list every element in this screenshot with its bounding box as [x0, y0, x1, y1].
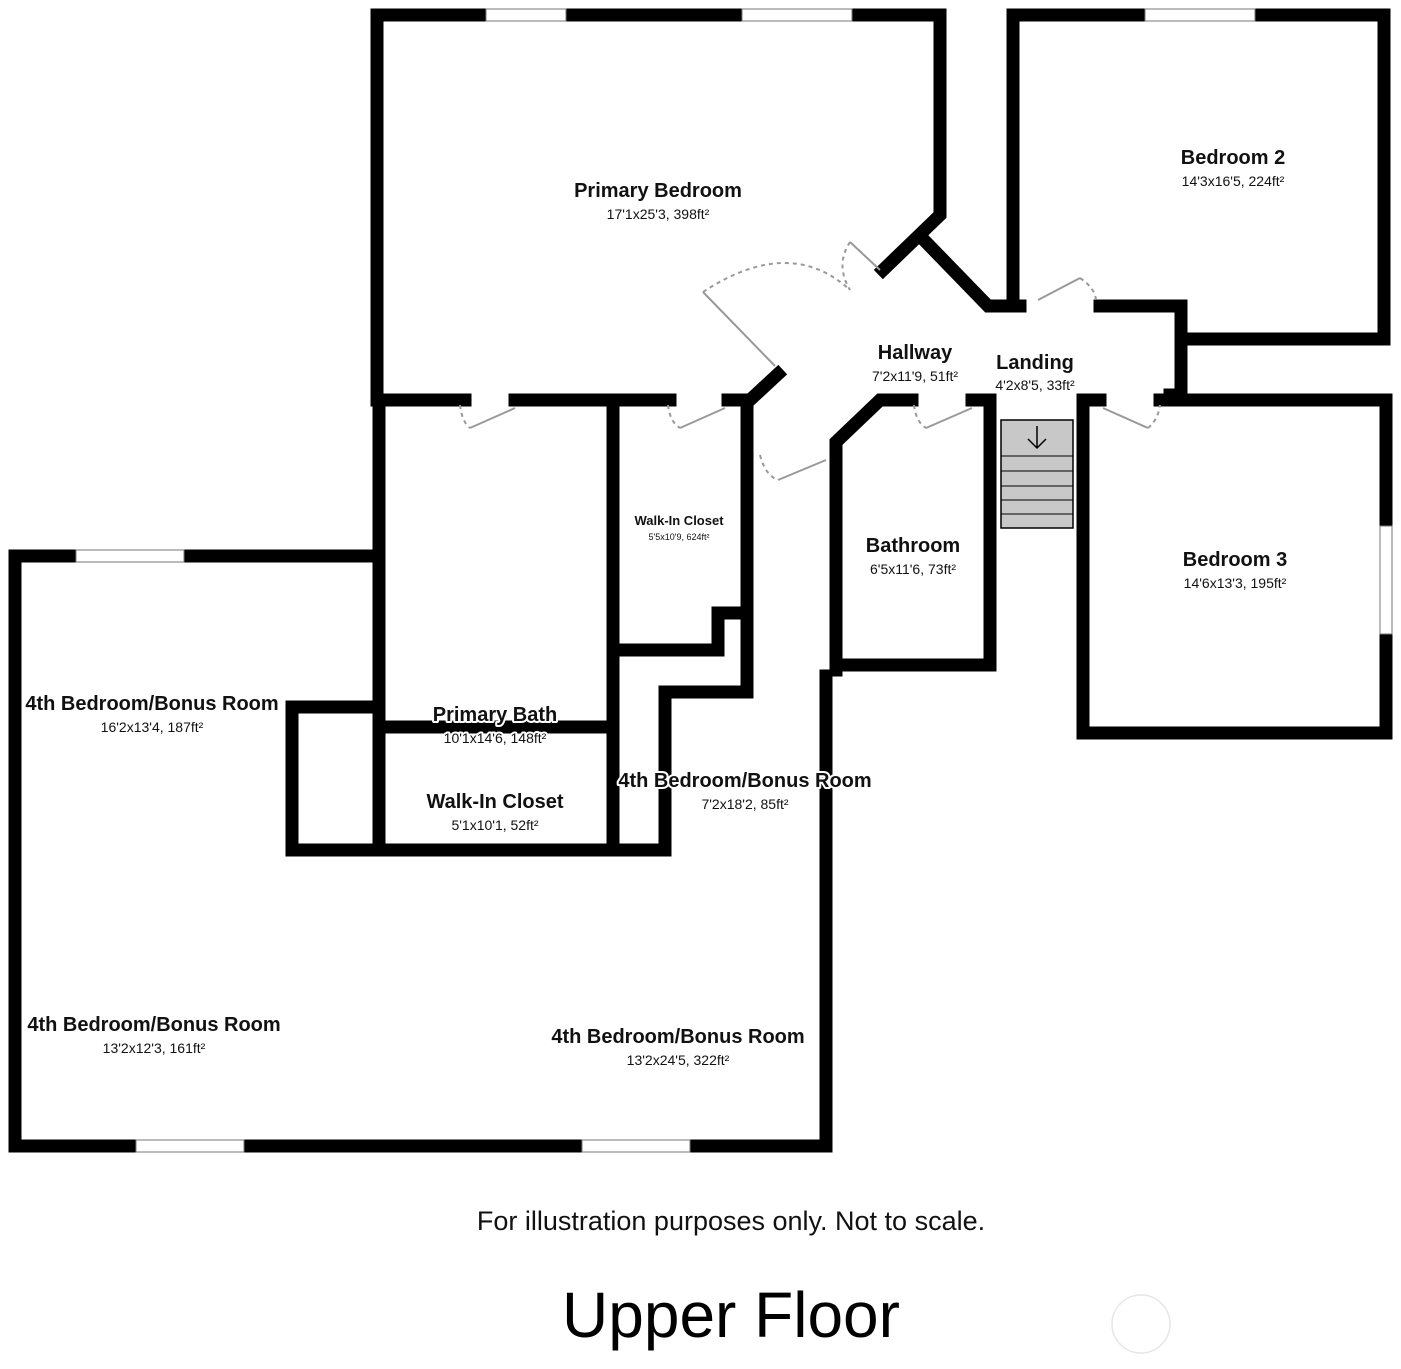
window [485, 8, 567, 22]
room-name-bedroom-3: Bedroom 3 [1183, 549, 1287, 571]
door-leaf [469, 407, 516, 429]
room-name-bathroom: Bathroom [866, 535, 960, 557]
door-arc [667, 404, 681, 429]
windows [75, 8, 1393, 1153]
window [75, 549, 185, 563]
wall-bathroom-right [829, 393, 997, 672]
room-name-walk-in-closet-2: Walk-In Closet [426, 791, 563, 813]
door-leaf [679, 407, 726, 429]
room-name-bonus-room-3: 4th Bedroom/Bonus Room [27, 1014, 280, 1036]
room-dims-bonus-room-2: 7'2x18'2, 85ft² [701, 796, 788, 812]
staircase [1000, 419, 1074, 529]
room-dims-landing: 4'2x8'5, 33ft² [995, 377, 1075, 393]
wall-bathroom-left [829, 393, 919, 677]
room-labels: Primary Bedroom 17'1x25'3, 398ft² Bedroo… [23, 145, 1289, 1070]
floor-title: Upper Floor [562, 1279, 900, 1351]
room-dims-bedroom-3: 14'6x13'3, 195ft² [1184, 575, 1287, 591]
door-leaf [1037, 277, 1081, 301]
room-name-bonus-room-2: 4th Bedroom/Bonus Room [618, 770, 871, 792]
door-arc [459, 404, 471, 429]
door-arc [841, 241, 851, 291]
window [135, 1139, 245, 1153]
door-leaf [849, 241, 881, 271]
room-name-landing: Landing [996, 352, 1074, 374]
compass-icon [1111, 1294, 1171, 1354]
door-leaf [702, 291, 776, 367]
room-dims-walk-in-closet-1: 5'5x10'9, 624ft² [649, 532, 710, 542]
wall-bedroom-2 [1006, 8, 1391, 346]
window [581, 1139, 691, 1153]
wall-hall-diagonal [912, 228, 1027, 313]
door-leaf [925, 407, 973, 429]
room-name-hallway: Hallway [878, 342, 953, 364]
room-dims-walk-in-closet-2: 5'1x10'1, 52ft² [451, 817, 538, 833]
room-name-bonus-room-1: 4th Bedroom/Bonus Room [25, 693, 278, 715]
door-leaf [777, 459, 827, 481]
wall-hall-left [658, 393, 754, 857]
wall-walkin-bottom [606, 606, 747, 657]
door-arc [702, 262, 851, 293]
room-dims-bonus-room-1: 16'2x13'4, 187ft² [101, 719, 204, 735]
window [1144, 8, 1256, 22]
wall-small-closet [285, 700, 386, 857]
room-name-bedroom-2: Bedroom 2 [1181, 147, 1285, 169]
walls [8, 8, 1393, 1153]
arrow-down-icon [1027, 426, 1047, 450]
wall-bedroom-2-bottom [1093, 299, 1188, 402]
window [1379, 525, 1393, 635]
door-arc [913, 404, 927, 429]
room-name-primary-bedroom: Primary Bedroom [574, 180, 742, 202]
room-dims-bonus-room-3: 13'2x12'3, 161ft² [103, 1040, 206, 1056]
wall-bedroom-3 [1076, 393, 1393, 740]
window [741, 8, 853, 22]
room-name-bonus-room-4: 4th Bedroom/Bonus Room [551, 1026, 804, 1048]
room-name-walk-in-closet-1: Walk-In Closet [634, 513, 724, 528]
door-arc [759, 454, 779, 481]
room-dims-primary-bedroom: 17'1x25'3, 398ft² [607, 206, 710, 222]
room-dims-hallway: 7'2x11'9, 51ft² [872, 368, 958, 384]
room-name-primary-bath: Primary Bath [433, 704, 558, 726]
door-arc [1147, 404, 1161, 429]
disclaimer-text: For illustration purposes only. Not to s… [476, 1206, 986, 1236]
room-dims-bonus-room-4: 13'2x24'5, 322ft² [627, 1052, 730, 1068]
door-arc [1079, 277, 1097, 301]
room-dims-bedroom-2: 14'3x16'5, 224ft² [1182, 173, 1285, 189]
room-dims-primary-bath: 10'1x14'6, 148ft² [444, 730, 547, 746]
door-leaf [1102, 407, 1149, 429]
room-dims-bathroom: 6'5x11'6, 73ft² [870, 561, 956, 577]
door-swings [459, 241, 1161, 481]
